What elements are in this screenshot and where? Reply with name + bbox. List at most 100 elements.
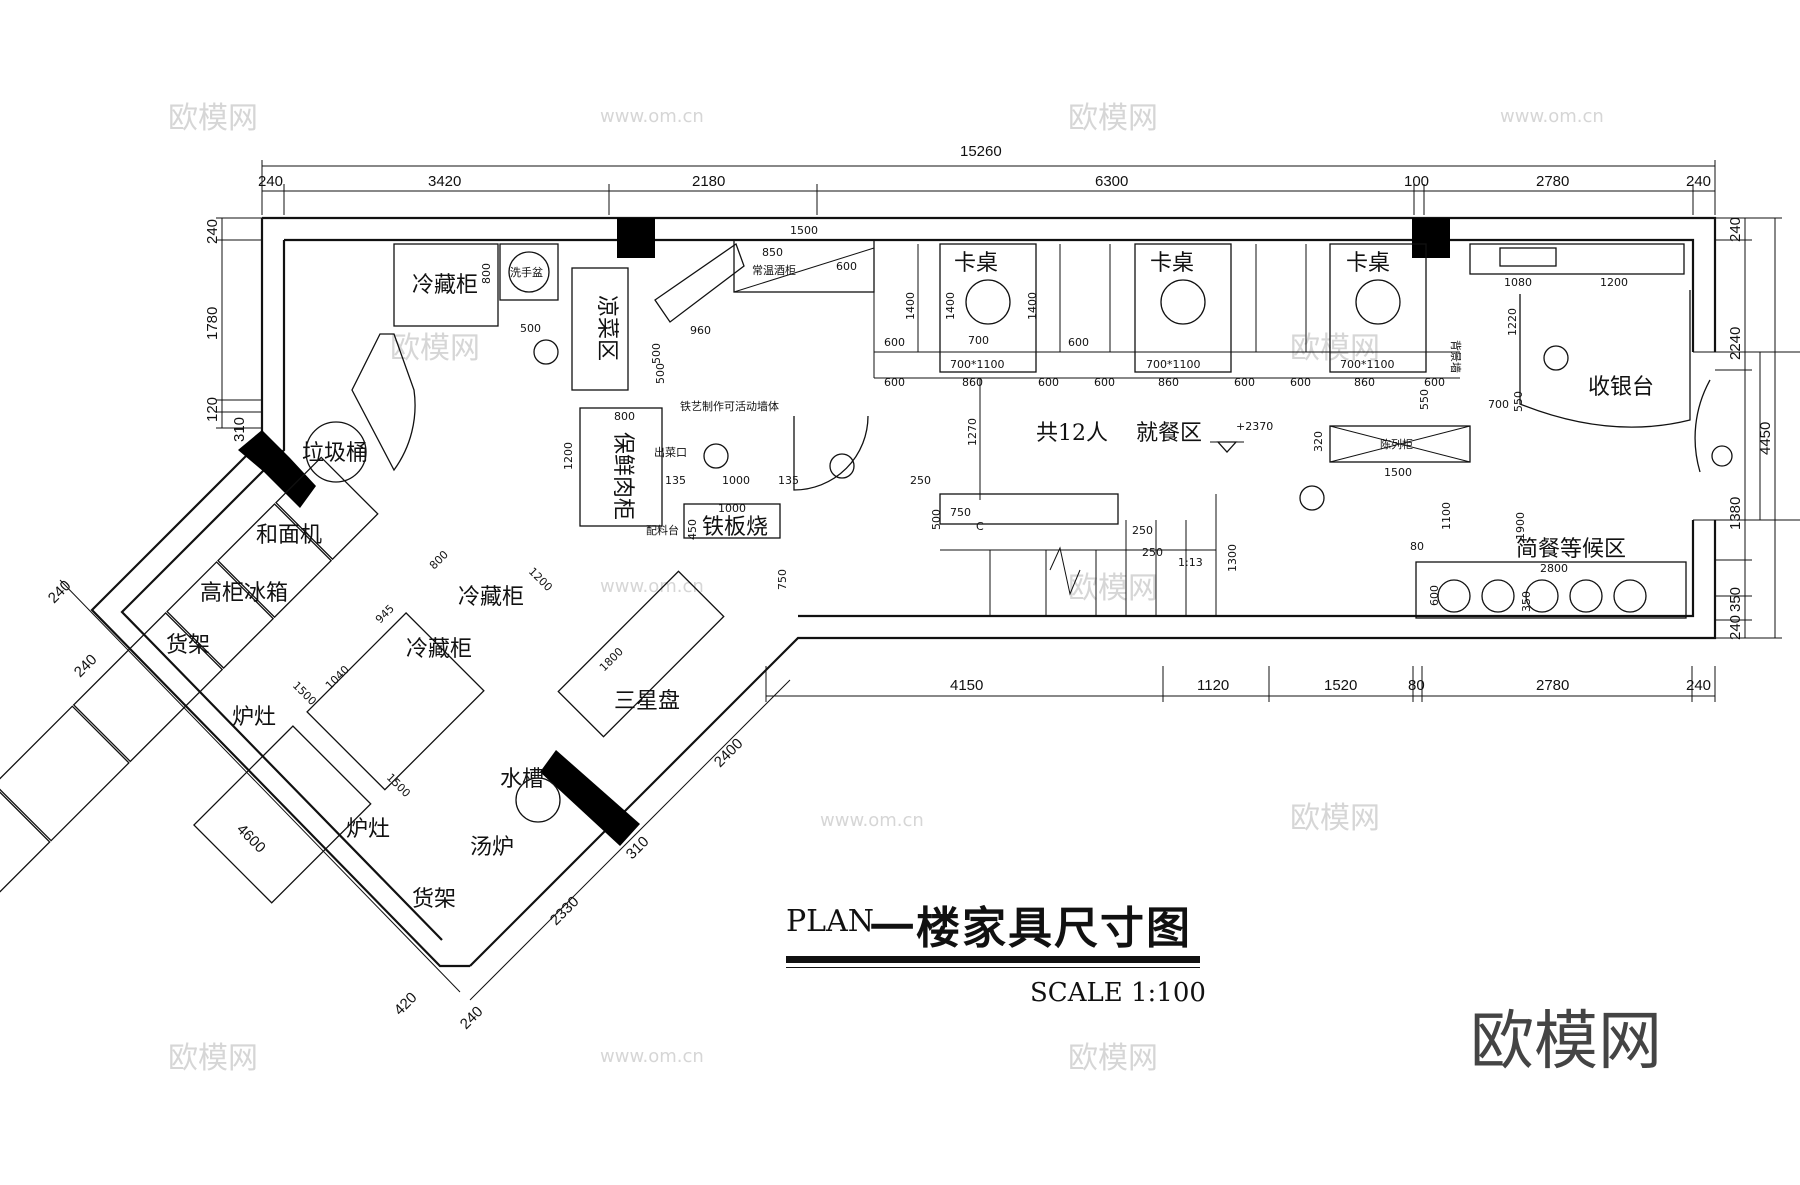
svg-text:600: 600 [1068,336,1089,349]
dim-right-1: 240 [1727,217,1744,242]
svg-text:800: 800 [614,410,635,423]
svg-text:500: 500 [520,322,541,335]
svg-text:135: 135 [665,474,686,487]
cashier-area: 1080 1200 背景墙 收银台 1220 700 550 1100 简餐等候… [1410,243,1733,619]
guest-figure [1299,485,1325,511]
label-meat-cabinet: 保鲜肉柜 [610,432,635,520]
svg-text:1500: 1500 [790,224,818,237]
label-booth: 卡桌 [1346,251,1390,276]
svg-text:320: 320 [1312,431,1325,452]
label-iron-wall: 铁艺制作可活动墙体 [680,399,779,413]
svg-text:350: 350 [1520,591,1533,612]
svg-text:750: 750 [776,569,789,590]
label-ingredients: 配料台 [646,523,679,537]
svg-text:600: 600 [1290,376,1311,389]
svg-text:550: 550 [1512,391,1525,412]
dining-booths: 卡桌 卡桌 卡桌 700*1100 700*1100 700*1100 600 … [873,243,1460,500]
svg-text:960: 960 [690,324,711,337]
svg-text:1270: 1270 [966,418,979,446]
svg-text:1000: 1000 [718,502,746,515]
svg-text:1200: 1200 [526,565,555,594]
svg-text:700: 700 [1488,398,1509,411]
label-wine-cabinet: 常温酒柜 [752,264,796,277]
svg-text:850: 850 [762,246,783,259]
watermark-logo: 欧模网 [1068,571,1158,606]
svg-text:800: 800 [480,263,493,284]
label-teppanyaki: 铁板烧 [702,515,768,540]
booth-size: 700*1100 [1340,358,1395,371]
scale-label: SCALE 1:100 [1030,978,1206,1008]
dining-area: 共12人 就餐区 +2370 陈列柜 1500 320 550 [1036,389,1471,511]
svg-text:600: 600 [1428,585,1441,606]
watermarks: 欧模网 www.om.cn 欧模网 www.om.cn 欧模网 欧模网 www.… [168,101,1604,1076]
staircase: 750 C 250 250 1:13 1300 500 750 [776,493,1239,616]
walls [90,216,1800,968]
svg-text:600: 600 [1424,376,1445,389]
svg-text:2800: 2800 [1540,562,1568,575]
brand-watermark: 欧模网 [1470,1005,1662,1079]
dim-top-3: 2180 [692,173,725,190]
dim-right-4: 350 [1727,587,1744,612]
label-fridge: 冷藏柜 [412,273,478,298]
guest-figure [1711,445,1733,467]
watermark-logo: 欧模网 [1068,1041,1158,1076]
dim-top-4: 6300 [1095,173,1128,190]
dim-diag-4: 420 [391,989,421,1019]
label-cashier: 收银台 [1588,375,1654,400]
watermark-site: www.om.cn [600,576,704,597]
svg-text:1300: 1300 [1226,544,1239,572]
dim-right-total: 4450 [1757,422,1774,455]
label-rack: 货架 [166,633,210,658]
svg-text:1220: 1220 [1506,308,1519,336]
svg-text:1400: 1400 [904,292,917,320]
svg-text:600: 600 [884,376,905,389]
dim-left-1: 240 [204,219,221,244]
watermark-logo: 欧模网 [168,1041,258,1076]
svg-text:250: 250 [910,474,931,487]
label-stove: 炉灶 [346,817,390,842]
drawing-title: 一楼家具尺寸图 [870,903,1192,954]
svg-text:1800: 1800 [597,645,626,674]
left-dimensions: 240 1780 120 310 [204,217,262,442]
dim-diag-2: 240 [71,651,101,681]
dim-right-2: 2240 [1727,327,1744,360]
dim-top-5: 100 [1404,173,1429,190]
stairs-ratio: 1:13 [1178,556,1203,569]
svg-text:860: 860 [1158,376,1179,389]
right-dimensions: 4450 240 2240 1380 350 240 [1715,217,1782,640]
svg-text:500: 500 [930,509,943,530]
svg-text:600: 600 [1038,376,1059,389]
svg-text:80: 80 [1410,540,1424,553]
dim-bottom-1: 4150 [950,677,983,694]
dim-top-7: 240 [1686,173,1711,190]
watermark-logo: 欧模网 [390,331,480,366]
watermark-logo: 欧模网 [1290,331,1380,366]
svg-text:550: 550 [1418,389,1431,410]
label-seat-count: 共12人 [1036,421,1108,446]
svg-text:1200: 1200 [1600,276,1628,289]
svg-text:1900: 1900 [1514,512,1527,540]
svg-text:135: 135 [778,474,799,487]
kitchen-top: 冷藏柜 800 洗手盆 凉菜区 500 500 垃圾桶 1500 850 常温酒… [302,224,875,483]
watermark-logo: 欧模网 [1290,801,1380,836]
svg-text:800: 800 [427,548,451,572]
svg-text:1000: 1000 [722,474,750,487]
dim-bottom-6: 240 [1686,677,1711,694]
label-booth: 卡桌 [1150,251,1194,276]
label-fridge: 冷藏柜 [406,637,472,662]
dim-bottom-3: 1520 [1324,677,1357,694]
title-underline [786,956,1200,963]
label-fridge: 冷藏柜 [458,585,524,610]
dim-top-6: 2780 [1536,173,1569,190]
watermark-logo: 欧模网 [168,101,258,136]
dim-left-2: 1780 [204,307,221,340]
dim-total-width: 15260 [960,143,1002,160]
svg-text:250: 250 [1132,524,1153,537]
column [540,750,640,846]
label-floor-level: +2370 [1236,420,1273,433]
dim-diag-1: 240 [45,577,75,607]
label-side-cabinet: 陈列柜 [1380,437,1413,451]
svg-text:1040: 1040 [323,663,352,692]
svg-text:1400: 1400 [944,292,957,320]
